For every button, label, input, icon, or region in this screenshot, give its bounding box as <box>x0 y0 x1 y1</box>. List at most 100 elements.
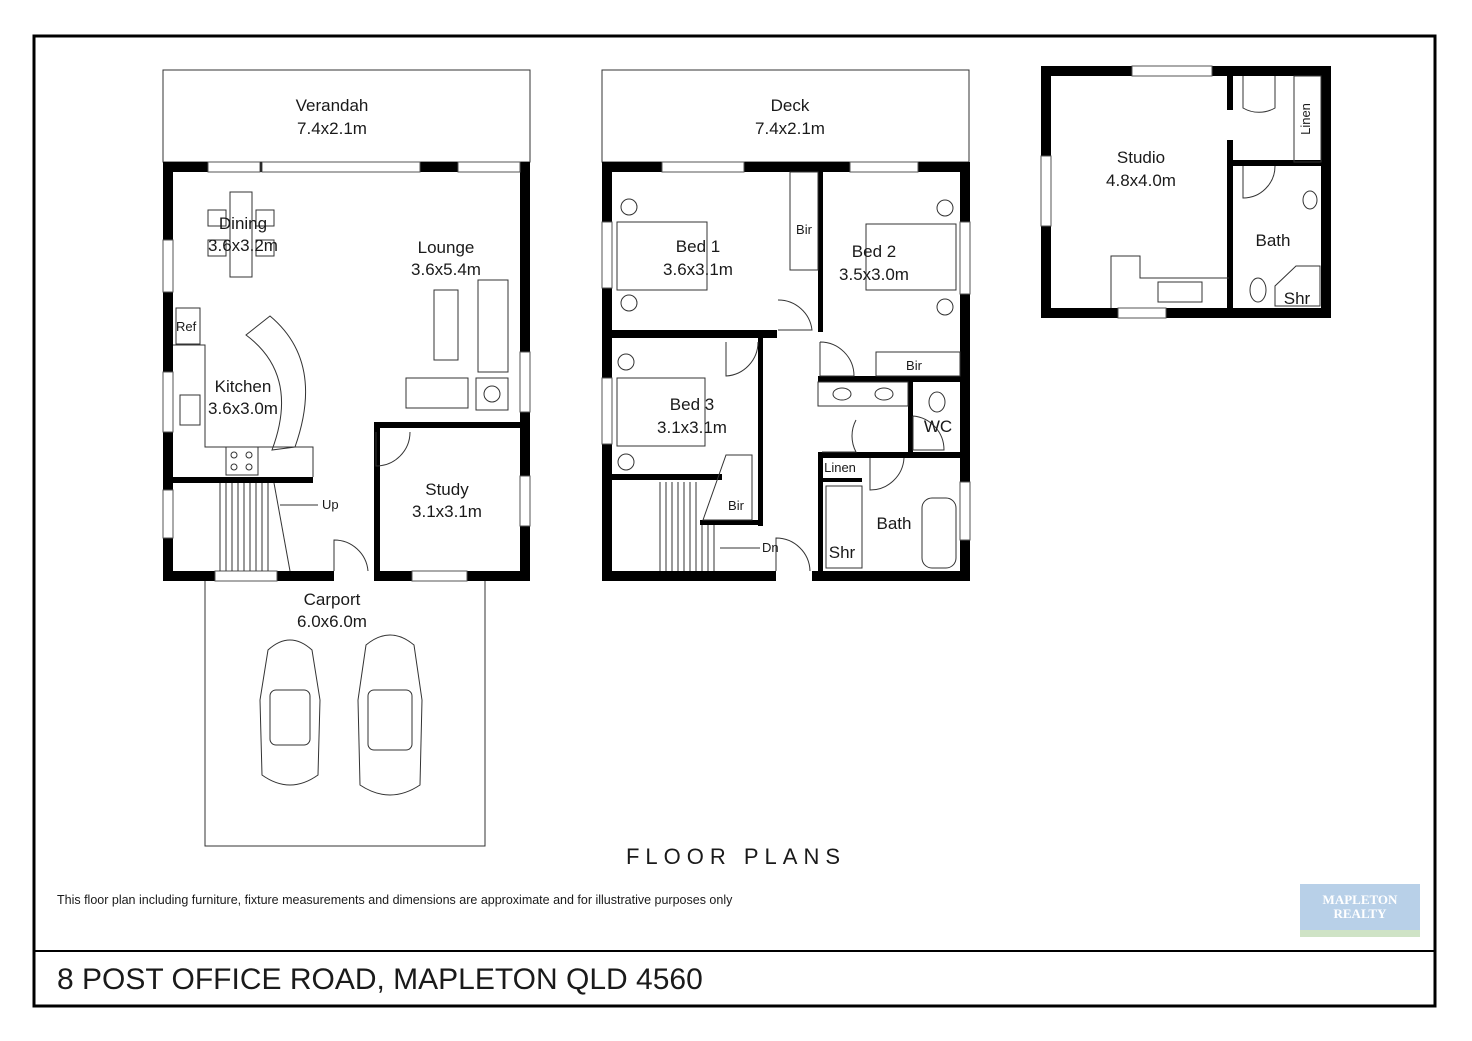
door-stair <box>775 537 811 572</box>
door-bed2 <box>819 341 855 377</box>
coffee-table <box>433 289 459 361</box>
ref-label: Ref <box>176 319 197 334</box>
verandah-name: Verandah <box>296 96 369 115</box>
studio-bath-label: Bath <box>1256 231 1291 250</box>
vanity <box>817 381 909 407</box>
study-wall-top <box>374 422 524 428</box>
entry-door-swing <box>333 539 369 572</box>
bed3-name: Bed 3 <box>670 395 714 414</box>
lounge-name: Lounge <box>418 238 475 257</box>
disclaimer-text: This floor plan including furniture, fix… <box>57 893 733 907</box>
wall-bath-top <box>818 452 960 458</box>
kitchen-sink <box>179 394 201 426</box>
shr-label: Shr <box>829 543 856 562</box>
stairs-up <box>219 482 318 572</box>
upper-floor-plan: Deck 7.4x2.1m Bed 1 3.6x3.1m Bed 2 3.5x3… <box>601 69 971 581</box>
bed3-size: 3.1x3.1m <box>657 418 727 437</box>
deck-name: Deck <box>771 96 810 115</box>
door-bath <box>869 457 905 491</box>
studio-linen <box>1293 75 1322 163</box>
lounge-size: 3.6x5.4m <box>411 260 481 279</box>
door-bed3 <box>725 341 759 377</box>
studio-door <box>1242 76 1276 113</box>
stair-gap <box>776 571 812 581</box>
window <box>601 377 613 445</box>
study-name: Study <box>425 480 469 499</box>
logo-background <box>1300 884 1420 930</box>
realty-logo: MAPLETON REALTY <box>1300 884 1420 937</box>
linen-label: Linen <box>824 460 856 475</box>
bed-2 <box>865 223 957 291</box>
window <box>601 221 613 289</box>
studio-int-wall <box>1227 140 1233 318</box>
window <box>959 221 971 295</box>
fridge <box>175 307 201 345</box>
car-right <box>357 634 423 796</box>
window <box>849 161 919 173</box>
verandah-area <box>162 69 531 163</box>
bath-label: Bath <box>877 514 912 533</box>
door-bed1 <box>777 299 813 331</box>
stair-up-label: Up <box>322 497 339 512</box>
wall-bath-left <box>818 452 823 580</box>
upper-wall-top <box>602 162 970 172</box>
bir-label-bed2: Bir <box>906 358 923 373</box>
window <box>661 161 745 173</box>
kitchen-island <box>245 315 307 451</box>
study-wall-left <box>374 422 380 580</box>
wall-bir3-bottom <box>700 520 763 525</box>
wall-wc-left <box>908 382 913 452</box>
studio-linen-label: Linen <box>1298 103 1313 135</box>
study-door-swing <box>375 431 411 467</box>
bir-label-bed1: Bir <box>796 222 813 237</box>
studio-unit-plan: Studio 4.8x4.0m Bath Shr Linen <box>1040 65 1331 319</box>
studio-wall-bottom <box>1041 308 1331 318</box>
window <box>519 475 531 527</box>
window <box>162 489 174 539</box>
studio-bath-door <box>1242 165 1276 199</box>
dining-name: Dining <box>219 214 267 233</box>
window <box>1117 307 1167 319</box>
bed-1 <box>616 221 708 291</box>
stair-dn-label: Dn <box>762 540 779 555</box>
studio-basin <box>1302 190 1318 210</box>
sofa <box>477 279 509 373</box>
stair-wall <box>173 477 313 483</box>
studio-int-wall <box>1227 76 1233 110</box>
car-left <box>259 639 321 786</box>
wall-linen <box>818 478 862 482</box>
window <box>162 371 174 433</box>
window <box>162 239 174 293</box>
property-address: 8 POST OFFICE ROAD, MAPLETON QLD 4560 <box>57 963 703 996</box>
studio-shr-label: Shr <box>1284 289 1311 308</box>
kitchen-size: 3.6x3.0m <box>208 399 278 418</box>
window <box>959 481 971 541</box>
wall-bed3-right <box>758 338 763 526</box>
studio-toilet <box>1249 277 1267 303</box>
carport-size: 6.0x6.0m <box>297 612 367 631</box>
window <box>261 161 421 173</box>
deck-area <box>601 69 970 163</box>
side-table <box>475 377 509 411</box>
page-frame <box>32 34 1437 1008</box>
studio-shower <box>1274 265 1321 307</box>
carport-name: Carport <box>304 590 361 609</box>
bed-3 <box>616 377 706 447</box>
studio-wall-right <box>1321 66 1331 318</box>
door-linen <box>822 419 857 453</box>
bed2-name: Bed 2 <box>852 242 896 261</box>
logo-stripe <box>1300 930 1420 937</box>
deck-size: 7.4x2.1m <box>755 119 825 138</box>
studio-size: 4.8x4.0m <box>1106 171 1176 190</box>
study-door-gap <box>380 428 412 432</box>
bir-bed3 <box>702 454 753 521</box>
wall-bed1-bottom <box>612 330 777 338</box>
wall-bed3-bottom <box>612 474 722 480</box>
dining-table <box>229 191 253 278</box>
bir-bed1 <box>789 171 819 271</box>
bed2-size: 3.5x3.0m <box>839 265 909 284</box>
bir-label-bed3: Bir <box>728 498 745 513</box>
bed1-name: Bed 1 <box>676 237 720 256</box>
toilet <box>928 391 946 413</box>
bathtub <box>921 497 957 569</box>
